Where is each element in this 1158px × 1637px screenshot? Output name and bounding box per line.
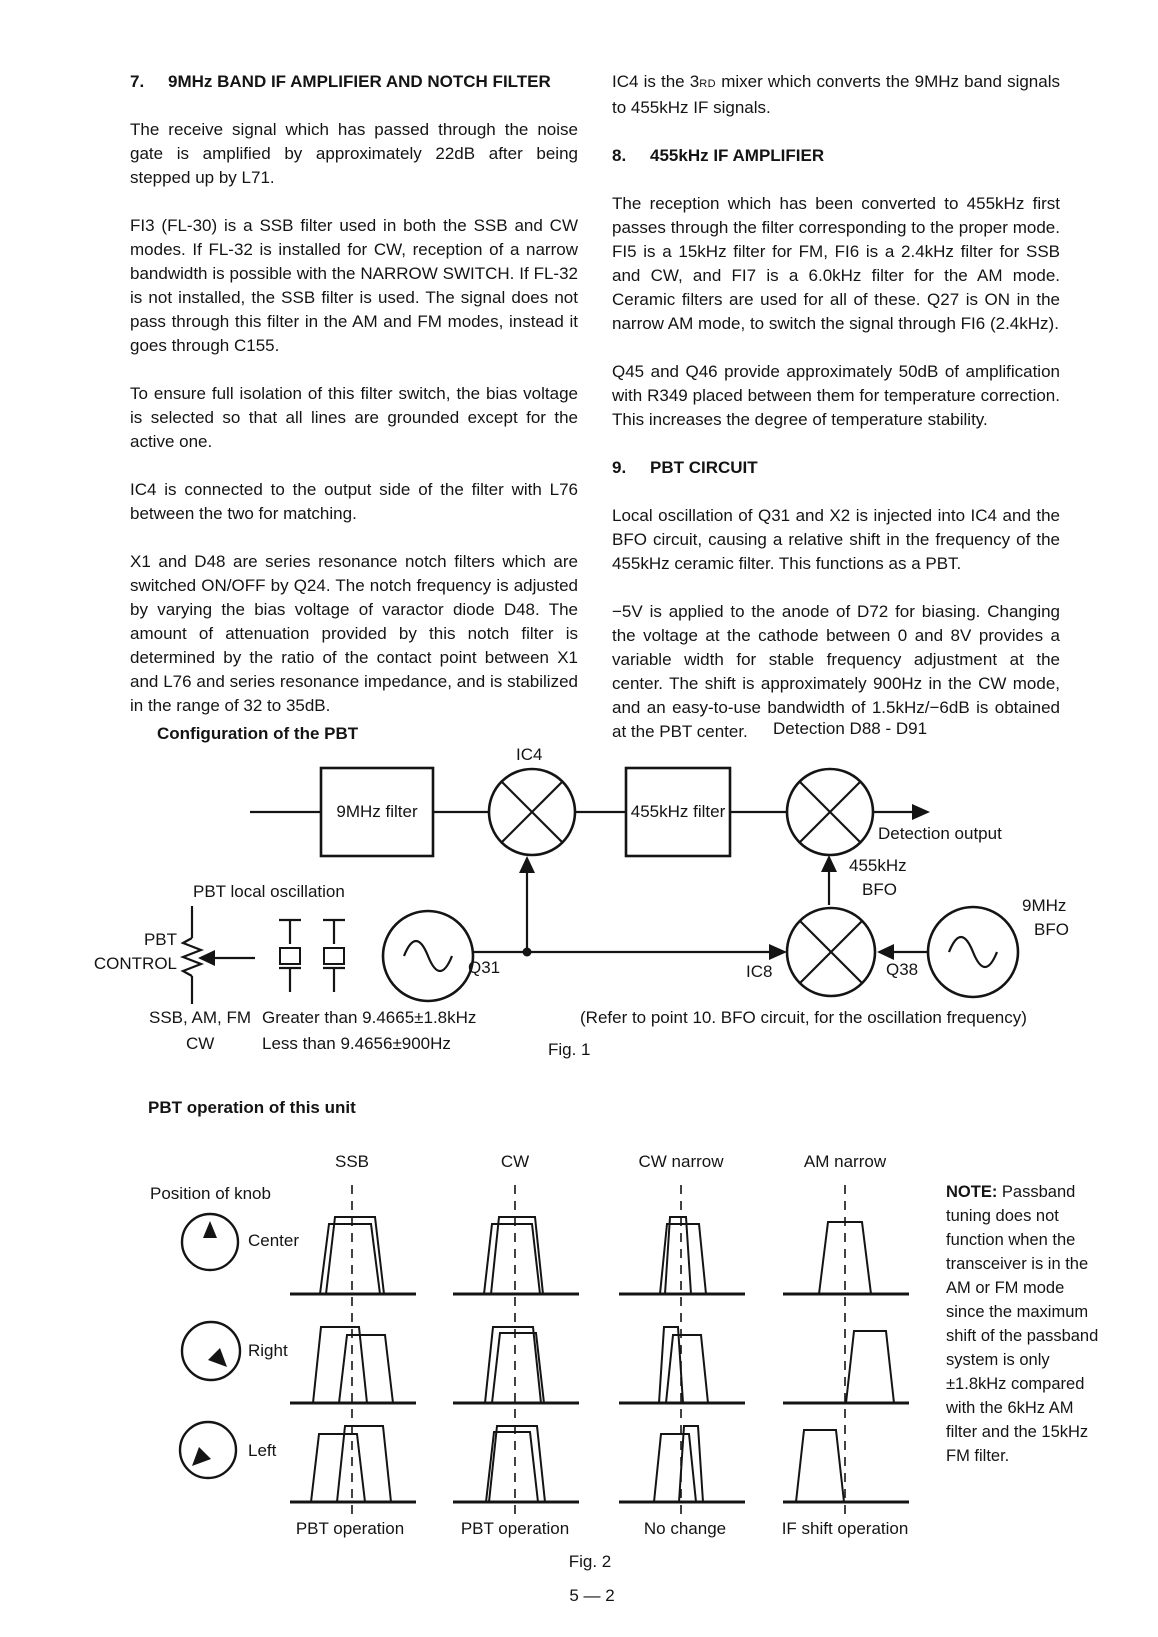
paragraph: Local oscillation of Q31 and X2 is injec… bbox=[612, 506, 1060, 573]
left-column: 7. 9MHz BAND IF AMPLIFIER AND NOTCH FILTE… bbox=[130, 70, 578, 742]
note-label: NOTE: bbox=[946, 1183, 998, 1201]
detection-label: Detection D88 - D91 bbox=[773, 719, 928, 738]
box2-label: 455kHz filter bbox=[630, 802, 726, 821]
position-of-knob-label: Position of knob bbox=[150, 1184, 271, 1203]
mode-value: Less than 9.4656±900Hz bbox=[262, 1034, 451, 1053]
bottom-label-cw: PBT operation bbox=[460, 1519, 570, 1538]
passband-cw-narrow-left bbox=[652, 1425, 705, 1503]
fig2-caption: Fig. 2 bbox=[568, 1552, 612, 1571]
bfo9-label: 9MHz bbox=[1022, 896, 1067, 915]
baseline bbox=[290, 1292, 909, 1504]
q38-label: Q38 bbox=[886, 960, 919, 979]
crystal-icon bbox=[279, 918, 301, 992]
right-column: IC4 is the 3RD mixer which converts the … bbox=[612, 70, 1060, 768]
paragraph: The receive signal which has passed thro… bbox=[130, 120, 578, 187]
section-number: 9. bbox=[612, 458, 627, 477]
passband-ssb-right bbox=[311, 1326, 395, 1404]
refer-note: (Refer to point 10. BFO circuit, for the… bbox=[580, 1008, 1027, 1027]
note-block: NOTE: Passband tuning does not function … bbox=[946, 1180, 1106, 1468]
detection-output-label: Detection output bbox=[878, 824, 1002, 843]
section-number: 8. bbox=[612, 146, 627, 165]
oscillator-q31-icon bbox=[381, 909, 475, 1003]
mixer-ic8-icon bbox=[785, 906, 877, 998]
page-number: 5 — 2 bbox=[569, 1586, 615, 1605]
bfo455-label: 455kHz bbox=[849, 856, 907, 875]
paragraph: −5V is applied to the anode of D72 for b… bbox=[612, 602, 1060, 741]
passband-ssb-left bbox=[309, 1425, 393, 1503]
bottom-label-ssb: PBT operation bbox=[295, 1519, 405, 1538]
knob-row-label-left: Left bbox=[248, 1441, 277, 1460]
bfo9-label: BFO bbox=[1034, 920, 1069, 939]
ic4-label: IC4 bbox=[516, 745, 543, 764]
passband-am-narrow-right bbox=[844, 1330, 896, 1404]
column-header-cw-narrow: CW narrow bbox=[638, 1152, 724, 1171]
mode-label: SSB, AM, FM bbox=[149, 1008, 252, 1027]
knob-center-icon bbox=[180, 1212, 240, 1272]
q31-label: Q31 bbox=[468, 958, 501, 977]
passband-cw-center bbox=[482, 1216, 545, 1295]
arrowhead-left bbox=[877, 944, 894, 960]
paragraph: IC4 is connected to the output side of t… bbox=[130, 480, 578, 523]
passband-ssb-center bbox=[318, 1216, 386, 1295]
mode-label: CW bbox=[186, 1034, 215, 1053]
arrowhead-up bbox=[519, 856, 535, 873]
section7-heading: 7. 9MHz BAND IF AMPLIFIER AND NOTCH FILTE… bbox=[130, 70, 578, 94]
section9-heading: 9. PBT CIRCUIT bbox=[612, 456, 1060, 480]
paragraph: The reception which has been converted t… bbox=[612, 194, 1060, 333]
text-run: IC4 is the 3 bbox=[612, 72, 700, 91]
crystal-icon bbox=[323, 918, 345, 992]
pbt-local-osc-label: PBT local oscillation bbox=[193, 882, 345, 901]
section-title: 455kHz IF AMPLIFIER bbox=[650, 146, 825, 165]
paragraph: IC4 is the 3RD mixer which converts the … bbox=[612, 70, 1060, 120]
pbt-control-label: CONTROL bbox=[93, 954, 177, 973]
passband-cw-right bbox=[483, 1326, 546, 1404]
paragraph: To ensure full isolation of this filter … bbox=[130, 384, 578, 451]
column-header-cw: CW bbox=[500, 1152, 530, 1171]
column-header-ssb: SSB bbox=[334, 1152, 370, 1171]
fig1-title: Configuration of the PBT bbox=[157, 724, 359, 743]
oscillator-q38-icon bbox=[926, 905, 1020, 999]
section-title: PBT CIRCUIT bbox=[650, 458, 758, 477]
passband-cw-narrow-center bbox=[658, 1216, 708, 1295]
knob-right-icon bbox=[180, 1320, 242, 1382]
arrowhead-into-ic8 bbox=[769, 944, 787, 960]
mixer-detection-icon bbox=[785, 767, 875, 857]
knob-row-label-center: Center bbox=[248, 1231, 300, 1250]
paragraph: FI3 (FL-30) is a SSB filter used in both… bbox=[130, 216, 578, 355]
passband-am-narrow-left bbox=[794, 1429, 846, 1503]
knob-left-icon bbox=[178, 1420, 238, 1480]
ordinal-suffix: RD bbox=[699, 78, 717, 90]
paragraph: X1 and D48 are series resonance notch fi… bbox=[130, 552, 578, 715]
ic8-label: IC8 bbox=[746, 962, 773, 981]
box1-label: 9MHz filter bbox=[336, 802, 418, 821]
section-number: 7. bbox=[130, 72, 145, 91]
passband-cw-narrow-right bbox=[657, 1326, 710, 1404]
fig2-title: PBT operation of this unit bbox=[148, 1098, 356, 1117]
bottom-label-am-narrow: IF shift operation bbox=[781, 1519, 909, 1538]
bfo455-label: BFO bbox=[862, 880, 897, 899]
mode-value: Greater than 9.4665±1.8kHz bbox=[262, 1008, 477, 1027]
bottom-label-cw-narrow: No change bbox=[643, 1519, 727, 1538]
knob-row-label-right: Right bbox=[248, 1341, 288, 1360]
section-title: 9MHz BAND IF AMPLIFIER AND NOTCH FILTER bbox=[168, 72, 551, 91]
note-text: Passband tuning does not function when t… bbox=[946, 1183, 1099, 1465]
text-run: mixer which converts the 9MHz band signa… bbox=[612, 72, 1060, 117]
arrowhead-right bbox=[912, 804, 930, 820]
passband-am-narrow-center bbox=[817, 1221, 873, 1295]
mixer-ic4-icon bbox=[487, 767, 577, 857]
arrowhead-up bbox=[821, 855, 837, 872]
pbt-control-label: PBT bbox=[143, 930, 177, 949]
junction-dot bbox=[522, 947, 532, 957]
column-header-am-narrow: AM narrow bbox=[803, 1152, 887, 1171]
center-frequency-dashed-line bbox=[351, 1185, 846, 1514]
pbt-potentiometer-icon bbox=[179, 906, 255, 1004]
passband-cw-left bbox=[484, 1425, 547, 1503]
paragraph: Q45 and Q46 provide approximately 50dB o… bbox=[612, 362, 1060, 429]
fig1-caption: Fig. 1 bbox=[548, 1040, 591, 1059]
section8-heading: 8. 455kHz IF AMPLIFIER bbox=[612, 144, 1060, 168]
